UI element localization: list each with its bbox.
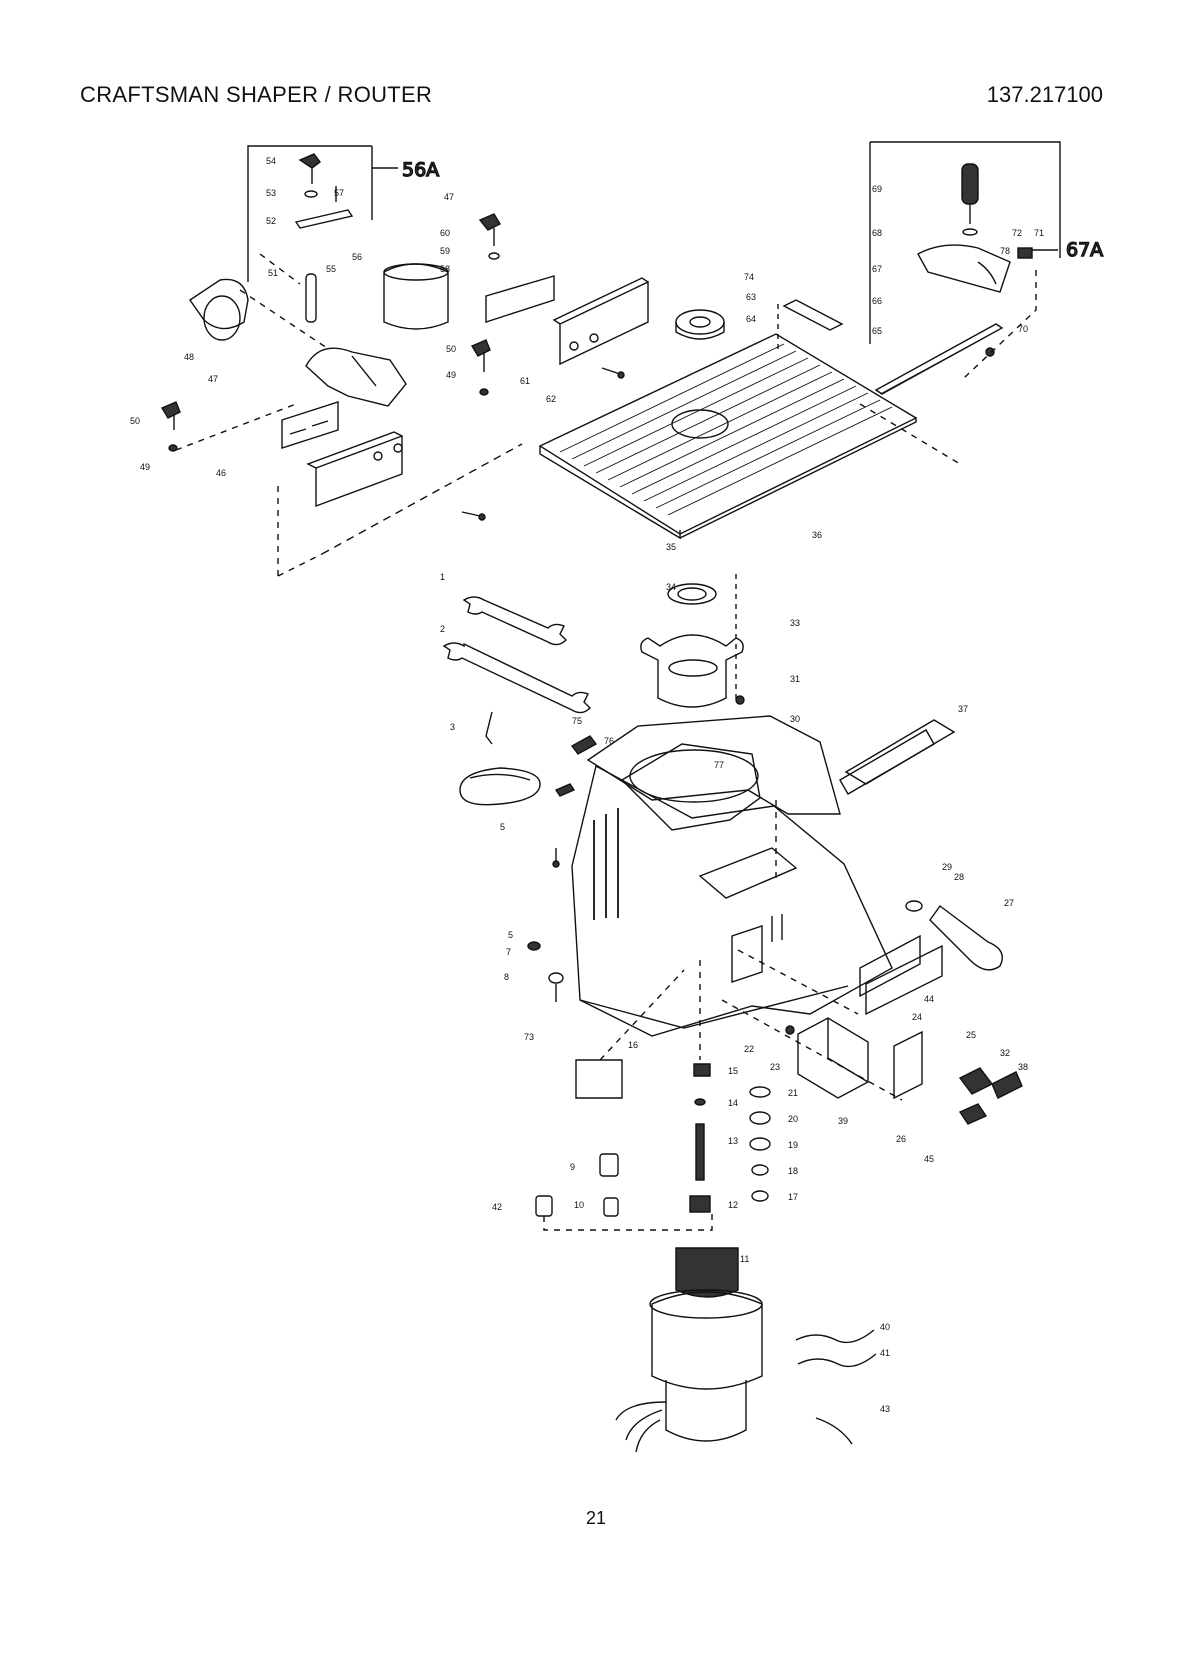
part-label: 62 xyxy=(546,394,556,404)
part-label: 25 xyxy=(966,1030,976,1040)
part-label: 42 xyxy=(492,1202,502,1212)
part-label: 26 xyxy=(896,1134,906,1144)
part-label: 50 xyxy=(446,344,456,354)
part-label: 43 xyxy=(880,1404,890,1414)
part-label: 61 xyxy=(520,376,530,386)
part-label: 55 xyxy=(326,264,336,274)
part-callouts: 1 2 3 5 5 7 8 9 10 11 12 13 14 15 16 17 … xyxy=(130,156,1044,1414)
part-label: 76 xyxy=(604,736,614,746)
part-label: 12 xyxy=(728,1200,738,1210)
part-label: 60 xyxy=(440,228,450,238)
part-label: 67 xyxy=(872,264,882,274)
part-label: 5 xyxy=(508,930,513,940)
part-label: 50 xyxy=(130,416,140,426)
part-label: 19 xyxy=(788,1140,798,1150)
part-label: 59 xyxy=(440,246,450,256)
part-label: 53 xyxy=(266,188,276,198)
part-label: 13 xyxy=(728,1136,738,1146)
part-label: 36 xyxy=(812,530,822,540)
part-label: 68 xyxy=(872,228,882,238)
part-label: 38 xyxy=(1018,1062,1028,1072)
part-label: 75 xyxy=(572,716,582,726)
part-label: 65 xyxy=(872,326,882,336)
miter-gauge-group xyxy=(860,142,1060,464)
part-label: 34 xyxy=(666,582,676,592)
part-label: 10 xyxy=(574,1200,584,1210)
part-label: 49 xyxy=(446,370,456,380)
part-label: 77 xyxy=(714,760,724,770)
guard-assembly-group xyxy=(162,146,648,576)
part-label: 69 xyxy=(872,184,882,194)
part-label: 1 xyxy=(440,572,445,582)
part-label: 73 xyxy=(524,1032,534,1042)
router-table xyxy=(540,300,916,700)
part-label: 47 xyxy=(208,374,218,384)
part-label: 66 xyxy=(872,296,882,306)
part-label: 30 xyxy=(790,714,800,724)
part-label: 17 xyxy=(788,1192,798,1202)
part-label: 78 xyxy=(1000,246,1010,256)
router-motor xyxy=(616,1248,876,1452)
part-label: 5 xyxy=(500,822,505,832)
part-label: 16 xyxy=(628,1040,638,1050)
part-label: 9 xyxy=(570,1162,575,1172)
spindle-shaft-parts xyxy=(536,960,770,1230)
part-label: 47 xyxy=(444,192,454,202)
wrenches xyxy=(444,597,590,713)
part-label: 14 xyxy=(728,1098,738,1108)
part-label: 35 xyxy=(666,542,676,552)
part-label: 2 xyxy=(440,624,445,634)
part-label: 11 xyxy=(740,1254,749,1264)
router-base xyxy=(460,712,1002,1100)
part-label: 15 xyxy=(728,1066,738,1076)
part-label: 23 xyxy=(770,1062,780,1072)
part-label: 20 xyxy=(788,1114,798,1124)
part-label: 41 xyxy=(880,1348,890,1358)
part-label: 32 xyxy=(1000,1048,1010,1058)
part-label: 72 xyxy=(1012,228,1022,238)
part-label: 74 xyxy=(744,272,754,282)
part-label: 37 xyxy=(958,704,968,714)
part-label: 56 xyxy=(352,252,362,262)
part-label: 39 xyxy=(838,1116,848,1126)
part-label: 40 xyxy=(880,1322,890,1332)
part-label: 48 xyxy=(184,352,194,362)
group-mark-67a: 67A xyxy=(1066,239,1103,261)
part-label: 51 xyxy=(268,268,278,278)
part-label: 22 xyxy=(744,1044,754,1054)
spindle-housing xyxy=(641,584,744,707)
part-label: 45 xyxy=(924,1154,934,1164)
part-label: 64 xyxy=(746,314,756,324)
switch-assembly xyxy=(786,1018,1022,1124)
part-label: 7 xyxy=(506,947,511,957)
part-label: 44 xyxy=(924,994,934,1004)
part-label: 58 xyxy=(440,264,450,274)
part-label: 21 xyxy=(788,1088,798,1098)
part-label: 46 xyxy=(216,468,226,478)
part-label: 24 xyxy=(912,1012,922,1022)
part-label: 18 xyxy=(788,1166,798,1176)
part-label: 28 xyxy=(954,872,964,882)
part-label: 63 xyxy=(746,292,756,302)
part-label: 54 xyxy=(266,156,276,166)
part-label: 52 xyxy=(266,216,276,226)
part-label: 33 xyxy=(790,618,800,628)
part-label: 27 xyxy=(1004,898,1014,908)
part-label: 71 xyxy=(1034,228,1044,238)
part-label: 49 xyxy=(140,462,150,472)
part-label: 3 xyxy=(450,722,455,732)
part-label: 57 xyxy=(334,188,344,198)
part-label: 31 xyxy=(790,674,800,684)
page-number: 21 xyxy=(586,1508,606,1529)
part-label: 8 xyxy=(504,972,509,982)
group-mark-56a: 56A xyxy=(402,159,439,181)
part-label: 70 xyxy=(1018,324,1028,334)
part-label: 29 xyxy=(942,862,952,872)
